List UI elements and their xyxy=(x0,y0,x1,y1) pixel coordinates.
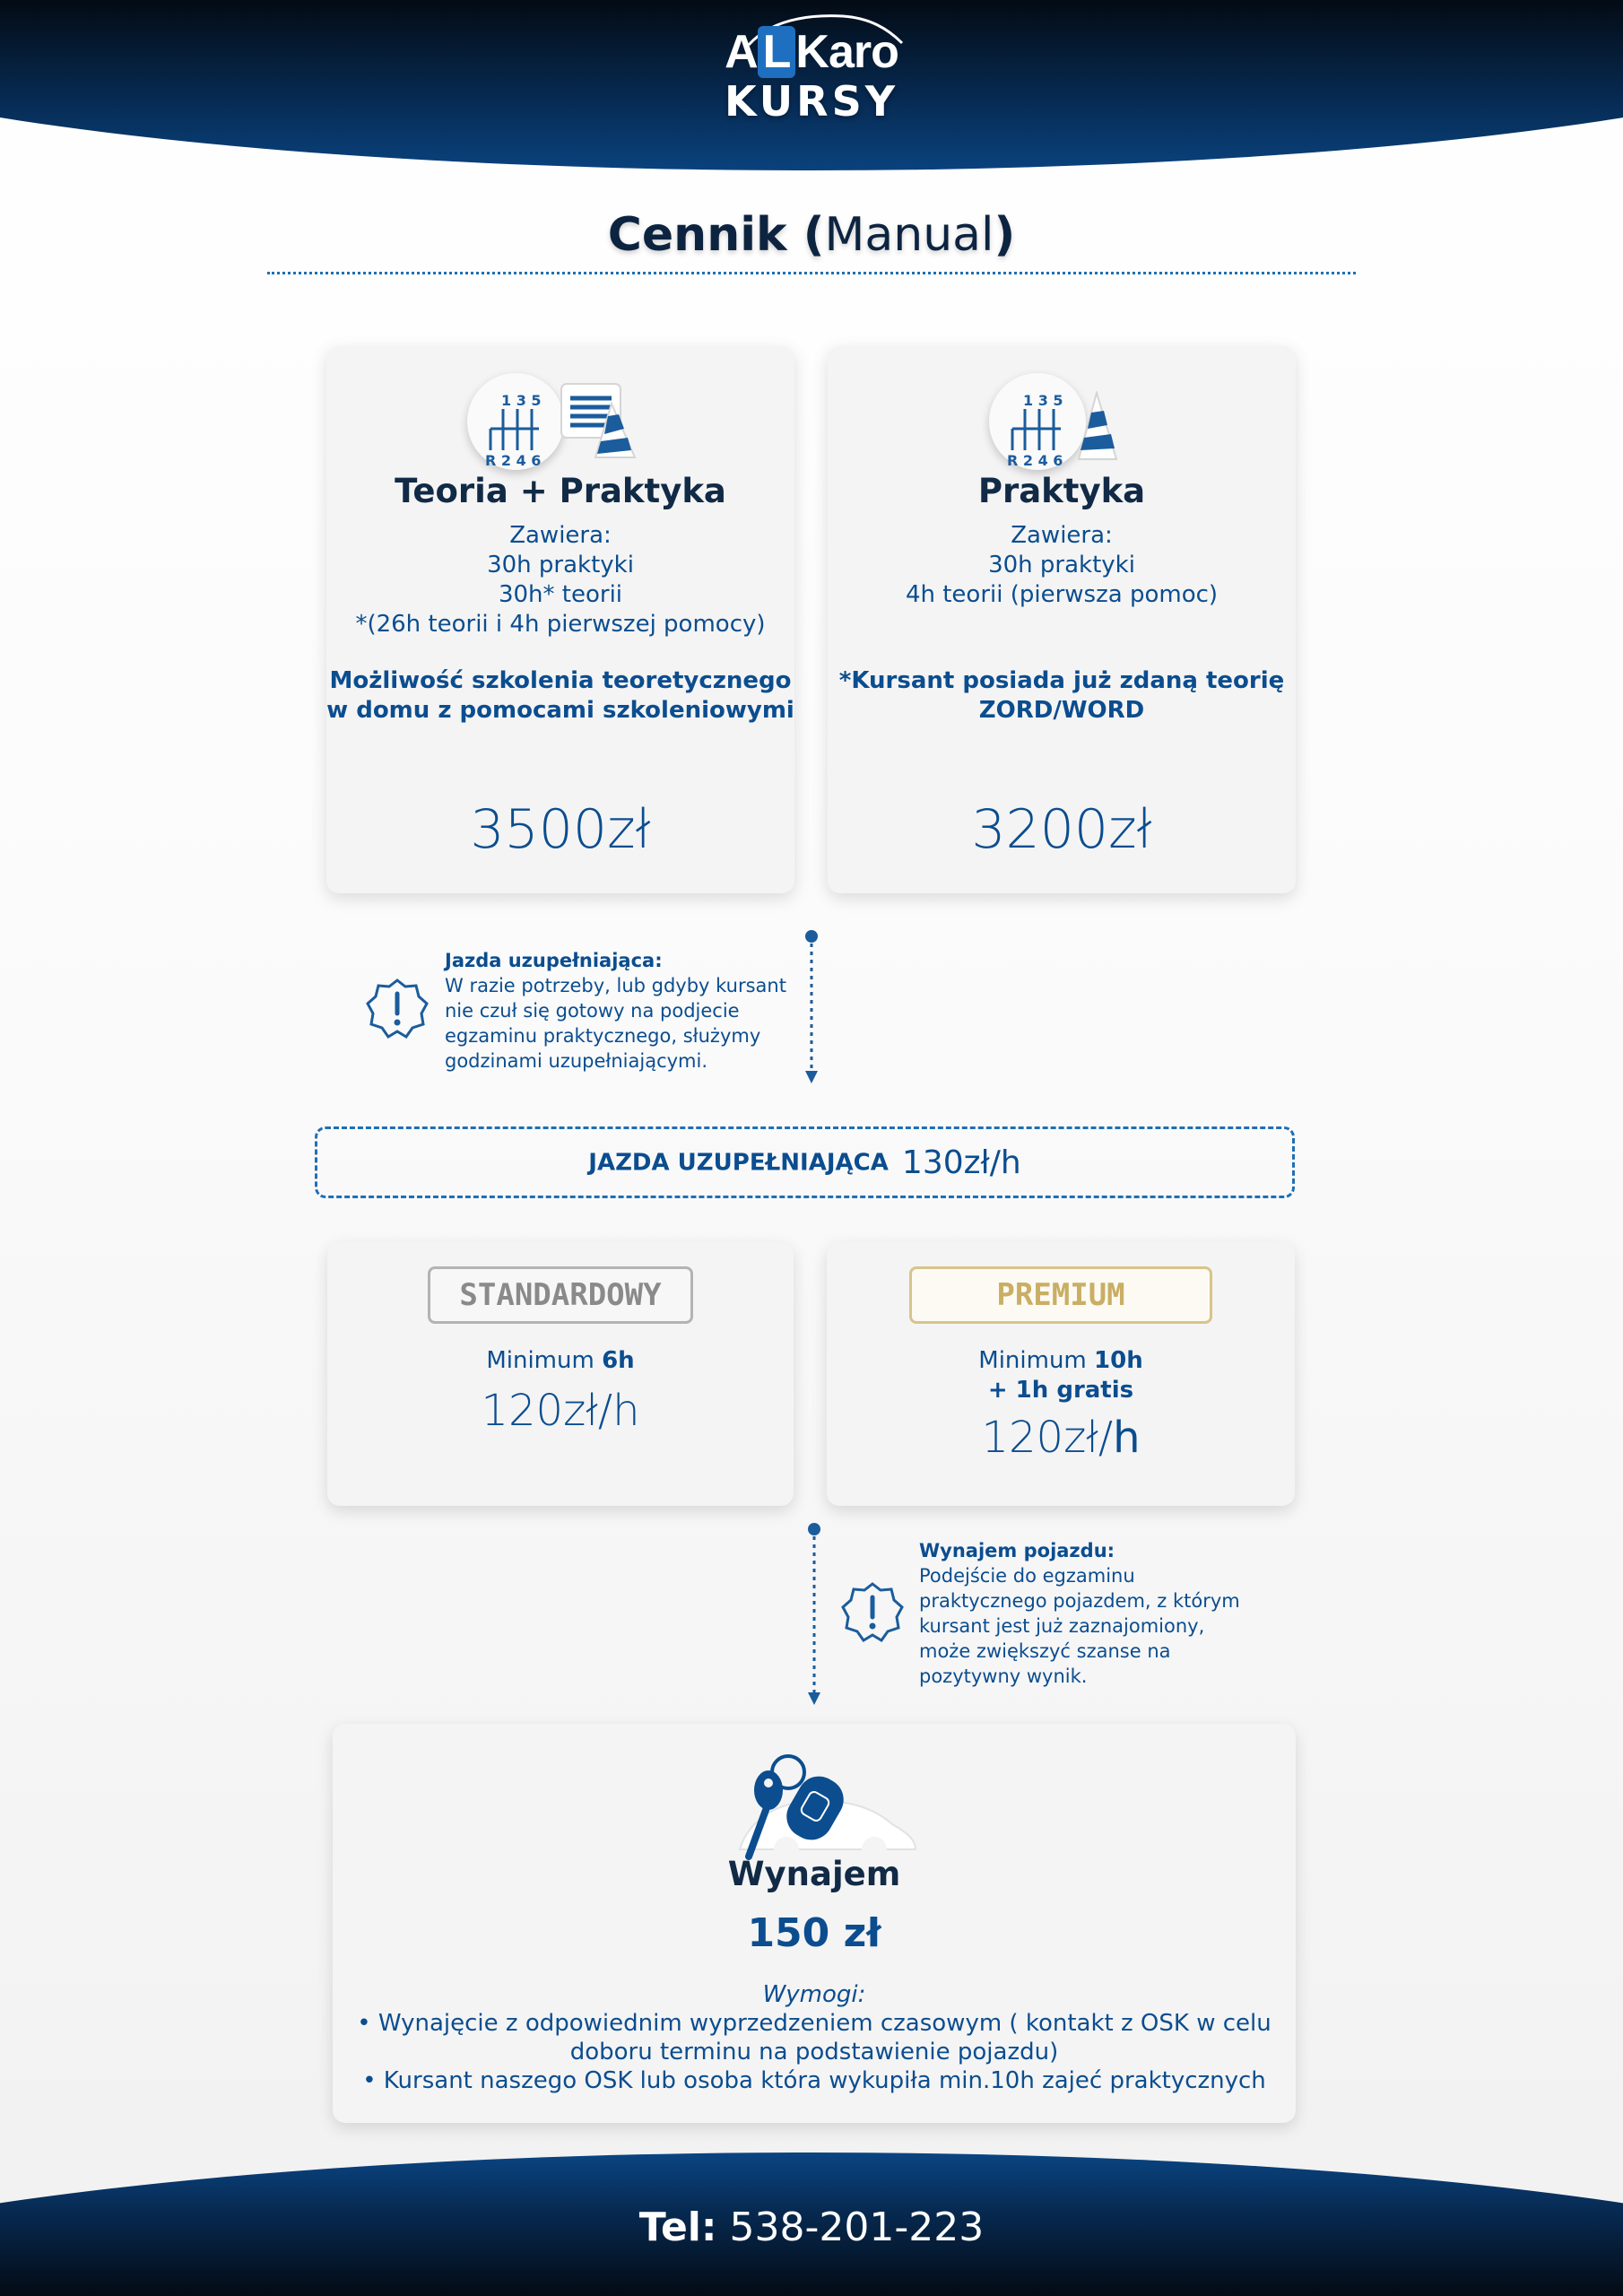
includes-label: Zawiera: xyxy=(509,522,612,549)
svg-text:1 3 5: 1 3 5 xyxy=(501,392,542,409)
premium-badge: PREMIUM xyxy=(909,1266,1212,1324)
svg-text:R 2 4 6: R 2 4 6 xyxy=(1007,452,1063,469)
package-card-theory-practice[interactable]: 1 3 5 R 2 4 6 Teoria + Praktyka Zawiera:… xyxy=(326,346,794,893)
includes-line: 30h praktyki xyxy=(988,552,1135,578)
package-includes: Zawiera: 30h praktyki 4h teorii (pierwsz… xyxy=(828,521,1296,610)
package-title: Teoria + Praktyka xyxy=(395,472,726,510)
car-keys-icon xyxy=(738,1754,917,1862)
includes-line: 4h teorii (pierwsza pomoc) xyxy=(905,581,1219,608)
logo-letter-l: L xyxy=(757,26,796,78)
page-title: Cennik (Manual) xyxy=(0,208,1623,262)
extra-driving-label: JAZDA UZUPEŁNIAJĄCA xyxy=(588,1149,889,1177)
title-divider xyxy=(267,272,1356,274)
logo-subtitle: KURSY xyxy=(724,77,899,126)
extra-driving-price-box[interactable]: JAZDA UZUPEŁNIAJĄCA 130zł/h xyxy=(315,1126,1295,1198)
title-light: Manual xyxy=(824,208,994,262)
minimum-value: 6h xyxy=(602,1347,635,1374)
phone-number[interactable]: 538-201-223 xyxy=(729,2205,985,2250)
standard-badge: STANDARDOWY xyxy=(428,1266,693,1324)
header-banner xyxy=(0,0,1623,170)
package-title: Praktyka xyxy=(977,472,1146,510)
info-heading: Jazda uzupełniająca: xyxy=(445,950,663,971)
package-card-practice[interactable]: 1 3 5 R 2 4 6 Praktyka Zawiera: 30h prak… xyxy=(828,346,1296,893)
includes-label: Zawiera: xyxy=(1011,522,1113,549)
premium-bonus: + 1h gratis xyxy=(987,1377,1134,1404)
info-heading: Wynajem pojazdu: xyxy=(919,1540,1115,1561)
svg-text:R 2 4 6: R 2 4 6 xyxy=(485,452,541,469)
svg-text:1 3 5: 1 3 5 xyxy=(1023,392,1063,409)
info-rental: Wynajem pojazdu: Podejście do egzaminu p… xyxy=(919,1538,1240,1689)
requirement-item-continued: doboru terminu na podstawienie pojazdu) xyxy=(569,2039,1059,2066)
info-line: W razie potrzeby, lub gdyby kursant xyxy=(445,975,786,996)
minimum-prefix: Minimum xyxy=(978,1347,1087,1374)
alert-badge-icon xyxy=(366,978,429,1039)
note-line: ZORD/WORD xyxy=(978,697,1145,724)
note-line: *Kursant posiada już zdaną teorię xyxy=(838,667,1285,694)
traffic-cone-icon xyxy=(1077,391,1118,460)
standard-price: 120zł/h xyxy=(481,1386,640,1436)
package-note: Możliwość szkolenia teoretycznego w domu… xyxy=(326,666,794,726)
info-extra-driving: Jazda uzupełniająca: W razie potrzeby, l… xyxy=(445,948,786,1074)
document-cone-icon xyxy=(560,383,637,458)
alert-badge-icon xyxy=(841,1582,904,1643)
info-line: praktycznego pojazdem, z którym xyxy=(919,1590,1240,1612)
minimum-prefix: Minimum xyxy=(486,1347,595,1374)
footer-banner xyxy=(0,2152,1623,2296)
standard-minimum: Minimum 6h xyxy=(327,1346,794,1376)
info-line: może zwiększyć szanse na xyxy=(919,1640,1171,1662)
rental-price: 150 zł xyxy=(747,1910,881,1956)
title-bold: Cennik ( xyxy=(607,208,825,262)
note-line: w domu z pomocami szkoleniowymi xyxy=(326,697,794,724)
info-line: kursant jest już zaznajomiony, xyxy=(919,1615,1205,1637)
phone-label: Tel: xyxy=(638,2205,717,2250)
requirement-item: • Wynajęcie z odpowiednim wyprzedzeniem … xyxy=(357,2010,1271,2037)
info-line: egzaminu praktycznego, służymy xyxy=(445,1025,761,1047)
premium-minimum: Minimum 10h xyxy=(827,1346,1295,1376)
logo-letter-a: A xyxy=(725,26,759,78)
gear-shift-icon: 1 3 5 R 2 4 6 xyxy=(467,373,564,470)
info-line: nie czuł się gotowy na podjecie xyxy=(445,1000,740,1022)
note-line: Możliwość szkolenia teoretycznego xyxy=(329,667,792,694)
requirement-item: • Kursant naszego OSK lub osoba która wy… xyxy=(362,2067,1266,2094)
premium-price-unit: h xyxy=(1113,1413,1141,1463)
package-note: *Kursant posiada już zdaną teorię ZORD/W… xyxy=(828,666,1296,726)
standard-hours-card[interactable]: STANDARDOWY Minimum 6h 120zł/h xyxy=(327,1242,794,1506)
dotted-arrow-connector xyxy=(808,1523,820,1705)
dotted-arrow-connector xyxy=(805,930,818,1083)
minimum-value: 10h xyxy=(1094,1347,1143,1374)
requirements-label: Wymogi: xyxy=(762,1981,866,2008)
premium-price-number: 120zł/ xyxy=(981,1413,1114,1463)
rental-card[interactable]: Wynajem 150 zł Wymogi: • Wynajęcie z odp… xyxy=(333,1724,1296,2123)
rental-title: Wynajem xyxy=(727,1855,901,1893)
logo-letters-karo: Karo xyxy=(795,26,898,78)
extra-driving-price: 130zł/h xyxy=(901,1144,1021,1181)
premium-hours-card[interactable]: PREMIUM Minimum 10h + 1h gratis 120zł/h xyxy=(827,1242,1295,1506)
package-price: 3200zł xyxy=(971,798,1152,861)
premium-price: 120zł/h xyxy=(827,1413,1295,1463)
package-includes: Zawiera: 30h praktyki 30h* teorii *(26h … xyxy=(326,521,794,639)
gear-shift-icon: 1 3 5 R 2 4 6 xyxy=(989,373,1086,470)
info-line: Podejście do egzaminu xyxy=(919,1565,1135,1587)
info-line: pozytywny wynik. xyxy=(919,1665,1088,1687)
info-line: godzinami uzupełniającymi. xyxy=(445,1050,708,1072)
includes-line: *(26h teorii i 4h pierwszej pomocy) xyxy=(355,611,766,638)
phone-contact[interactable]: Tel: 538-201-223 xyxy=(0,2205,1623,2250)
includes-line: 30h praktyki xyxy=(487,552,634,578)
package-price: 3500zł xyxy=(470,798,651,861)
includes-line: 30h* teorii xyxy=(498,581,623,608)
title-close: ) xyxy=(994,208,1016,262)
